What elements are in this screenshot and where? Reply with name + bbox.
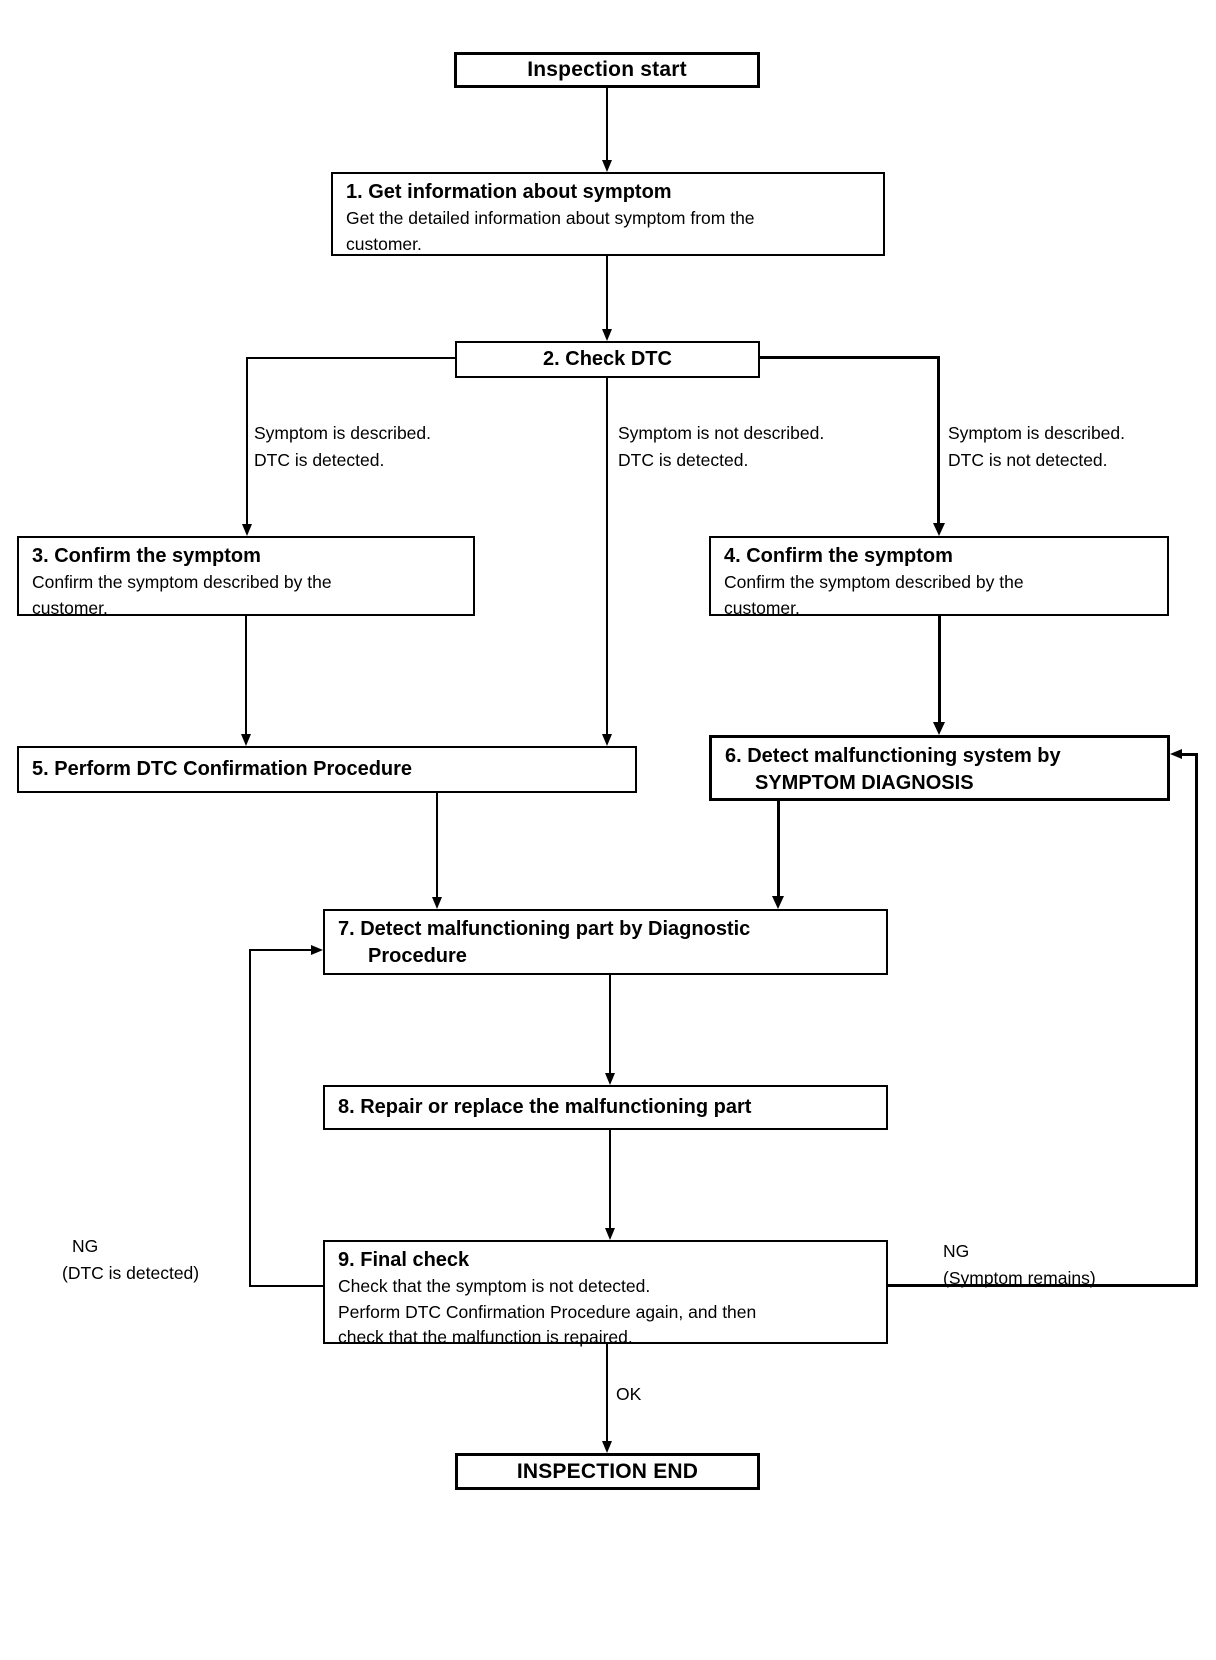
step-9-desc-line-2: Perform DTC Confirmation Procedure again…	[338, 1301, 757, 1322]
branch-label-right-line-2: DTC is not detected.	[948, 450, 1108, 470]
arrowhead-step5-into-step7	[432, 897, 442, 909]
branch-right-vertical-line	[937, 356, 940, 524]
connector-step5-to-step7	[436, 793, 438, 898]
arrowhead-step3-into-step5	[241, 734, 251, 746]
inspection-end-box: INSPECTION END	[455, 1453, 760, 1490]
step-3-desc-line-1: Confirm the symptom described by the	[32, 572, 332, 592]
branch-middle-vertical-line	[606, 378, 608, 735]
arrowhead-ng-left-into-step7	[311, 945, 323, 955]
step-6-title-line-1: 6. Detect malfunctioning system by	[725, 745, 1061, 767]
ng-label-left: NG (DTC is detected)	[62, 1233, 199, 1287]
ng-right-loop-top-line	[1182, 753, 1198, 756]
arrowhead-into-step6	[933, 722, 945, 735]
connector-step4-to-step6	[938, 616, 941, 723]
step-9-box: 9. Final check Check that the symptom is…	[323, 1240, 888, 1347]
arrowhead-middle-into-step5	[602, 734, 612, 746]
step-9-title: 9. Final check	[338, 1249, 470, 1271]
branch-label-left-line-1: Symptom is described.	[254, 423, 432, 443]
step-8-box: 8. Repair or replace the malfunctioning …	[323, 1085, 888, 1130]
arrowhead-ng-right-into-step6	[1170, 749, 1182, 759]
branch-left-horizontal-line	[247, 357, 455, 359]
step-4-box: 4. Confirm the symptom Confirm the sympt…	[709, 536, 1169, 618]
ng-left-loop-top-line	[249, 949, 312, 951]
connector-step9-to-end	[606, 1344, 608, 1442]
connector-step6-to-step7	[777, 801, 780, 897]
step-1-desc-line-1: Get the detailed information about sympt…	[346, 208, 755, 228]
branch-label-right-line-1: Symptom is described.	[948, 423, 1126, 443]
branch-label-middle-line-2: DTC is detected.	[618, 450, 749, 470]
connector-step3-to-step5	[245, 616, 247, 735]
arrowhead-into-step1	[602, 160, 612, 172]
ng-left-loop-vertical-line	[249, 949, 251, 1287]
arrowhead-step6-into-step7	[772, 896, 784, 909]
step-2-title: 2. Check DTC	[543, 348, 672, 370]
arrowhead-into-step8	[605, 1073, 615, 1085]
step-3-box: 3. Confirm the symptom Confirm the sympt…	[17, 536, 475, 618]
step-7-box: 7. Detect malfunctioning part by Diagnos…	[323, 909, 888, 975]
step-2-box: 2. Check DTC	[455, 341, 760, 378]
connector-step1-to-step2	[606, 256, 608, 330]
step-8-title: 8. Repair or replace the malfunctioning …	[338, 1096, 752, 1118]
step-6-box: 6. Detect malfunctioning system by SYMPT…	[709, 735, 1170, 801]
connector-step8-to-step9	[609, 1130, 611, 1229]
step-7-title-line-2: Procedure	[368, 945, 467, 967]
branch-label-left: Symptom is described. DTC is detected.	[254, 420, 431, 474]
ng-label-right-line-2: (Symptom remains)	[943, 1268, 1096, 1288]
ng-right-loop-bottom-line	[888, 1284, 1198, 1287]
step-4-title: 4. Confirm the symptom	[724, 545, 953, 567]
branch-right-horizontal-line	[760, 356, 940, 359]
inspection-end-label: INSPECTION END	[516, 1459, 699, 1483]
branch-label-middle: Symptom is not described. DTC is detecte…	[618, 420, 824, 474]
inspection-start-label: Inspection start	[527, 58, 687, 81]
ng-left-loop-bottom-line	[249, 1285, 323, 1287]
branch-label-left-line-2: DTC is detected.	[254, 450, 385, 470]
arrowhead-into-step3	[242, 524, 252, 536]
step-9-desc-line-1: Check that the symptom is not detected.	[338, 1276, 651, 1296]
step-1-desc-line-2: customer.	[346, 233, 422, 254]
branch-label-middle-line-1: Symptom is not described.	[618, 423, 825, 443]
connector-step7-to-step8	[609, 975, 611, 1074]
step-3-desc-line-2: customer.	[32, 597, 108, 618]
ng-label-right-line-1: NG	[943, 1241, 970, 1261]
branch-label-right: Symptom is described. DTC is not detecte…	[948, 420, 1125, 474]
step-4-desc-line-2: customer.	[724, 597, 800, 618]
arrowhead-into-step9	[605, 1228, 615, 1240]
step-7-title-line-1: 7. Detect malfunctioning part by Diagnos…	[338, 918, 751, 940]
step-4-desc-line-1: Confirm the symptom described by the	[724, 572, 1024, 592]
inspection-start-box: Inspection start	[454, 52, 760, 88]
step-6-title-line-2: SYMPTOM DIAGNOSIS	[755, 772, 974, 794]
arrowhead-into-step4	[933, 523, 945, 536]
ng-label-left-line-1: NG	[72, 1236, 99, 1256]
step-1-box: 1. Get information about symptom Get the…	[331, 172, 885, 256]
branch-left-vertical-line	[246, 357, 248, 525]
step-9-desc-line-3: check that the malfunction is repaired.	[338, 1327, 633, 1347]
step-3-title: 3. Confirm the symptom	[32, 545, 261, 567]
connector-start-to-step1	[606, 88, 608, 161]
arrowhead-into-step2	[602, 329, 612, 341]
ng-right-loop-vertical-line	[1195, 753, 1198, 1287]
arrowhead-into-end	[602, 1441, 612, 1453]
ng-label-left-line-2: (DTC is detected)	[62, 1263, 200, 1283]
ng-label-right: NG (Symptom remains)	[943, 1238, 1096, 1292]
step-5-box: 5. Perform DTC Confirmation Procedure	[17, 746, 637, 793]
step-1-title: 1. Get information about symptom	[346, 181, 672, 203]
ok-label: OK	[616, 1384, 642, 1404]
step-5-title: 5. Perform DTC Confirmation Procedure	[32, 758, 413, 780]
